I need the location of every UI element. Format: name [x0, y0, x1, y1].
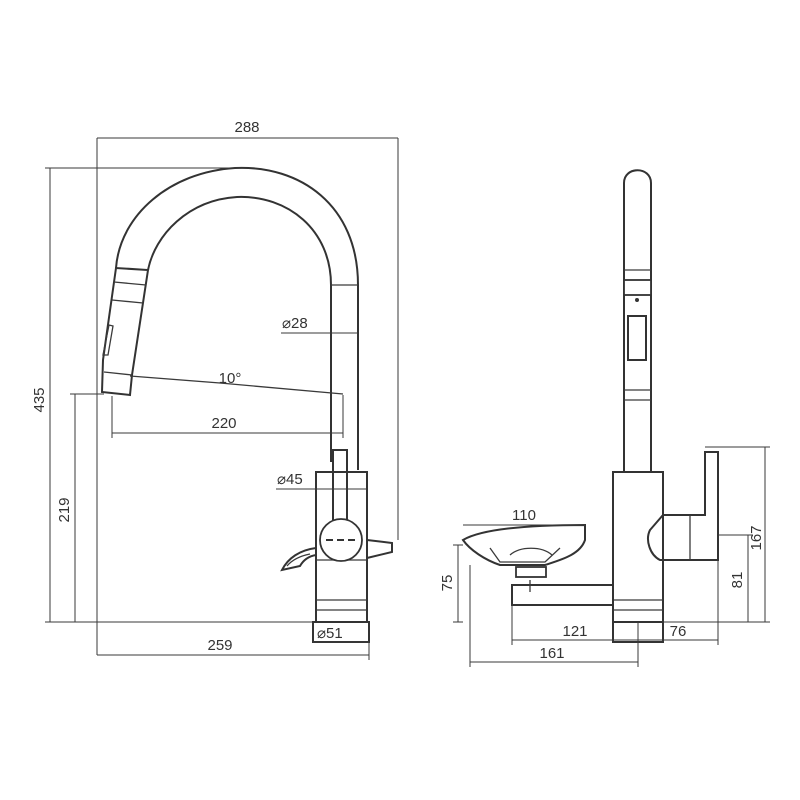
dim-handle-height: 167	[748, 525, 765, 550]
side-view: 110 75 167 81 121 76 161	[439, 169, 770, 667]
dim-soap-dish-width: 110	[512, 507, 536, 524]
spout-angle-line	[129, 375, 344, 395]
dim-soap-dish-height: 75	[439, 575, 456, 592]
dim-height-total: 435	[31, 387, 48, 412]
dim-spout-reach: 220	[211, 415, 236, 432]
side-handle	[647, 451, 719, 561]
dim-width-total: 288	[234, 119, 259, 136]
spout-inner-outline	[147, 195, 332, 462]
spray-button-icon	[627, 315, 647, 361]
dim-body-diameter: ⌀45	[277, 471, 303, 488]
dim-spout-angle: 10°	[219, 370, 242, 387]
front-view: 288 435 219 220 10° ⌀28 ⌀45 ⌀51 259	[31, 119, 399, 660]
dim-base-to-spout: 259	[207, 637, 232, 654]
dim-base-diameter: ⌀51	[317, 625, 343, 642]
soap-dish	[461, 523, 586, 578]
side-spout	[623, 169, 652, 472]
dim-hose-diameter: ⌀28	[282, 315, 308, 332]
dim-overall-depth: 161	[539, 645, 564, 662]
spout-outer-outline	[115, 166, 359, 470]
side-arm	[511, 584, 614, 606]
side-lever-icon	[280, 546, 317, 572]
faucet-body	[280, 449, 393, 623]
dim-outlet-height: 219	[56, 497, 73, 522]
dim-handle-offset: 76	[670, 623, 687, 640]
spray-head	[100, 266, 150, 397]
dim-handle-low: 81	[729, 572, 746, 589]
dim-arm-length: 121	[562, 623, 587, 640]
